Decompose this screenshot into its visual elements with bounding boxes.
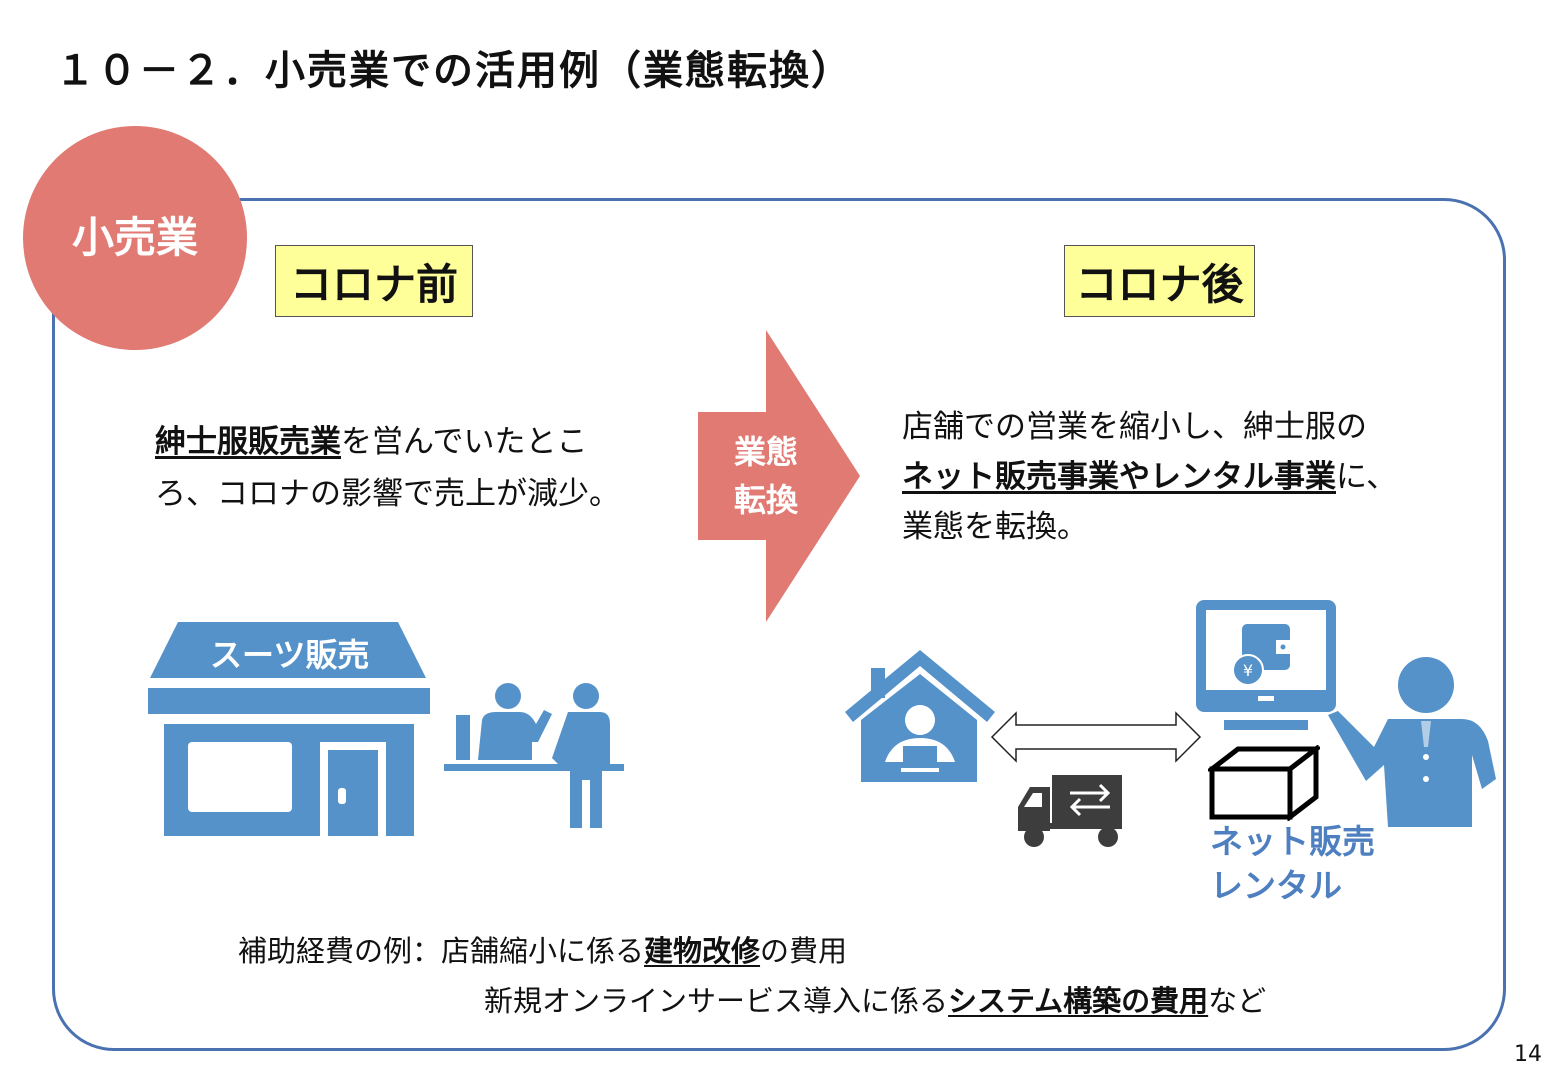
service-label: ネット販売 レンタル (1210, 820, 1375, 908)
service-label-2: レンタル (1210, 866, 1342, 905)
expense-text: など (1208, 984, 1267, 1018)
double-arrow-icon (990, 711, 1202, 763)
before-label: コロナ前 (275, 245, 473, 317)
before-description: 紳士服販売業を営んでいたとこ ろ、コロナの影響で売上が減少。 (155, 416, 620, 520)
expense-label: 補助経費の例： (238, 934, 442, 968)
shop-icon (148, 622, 430, 836)
expense-text: 店舗縮小に係る (441, 934, 645, 968)
after-bold: ネット販売事業やレンタル事業 (902, 459, 1336, 495)
package-box-icon (1208, 745, 1320, 821)
delivery-truck-icon (1018, 775, 1122, 847)
counter-staff-icon (444, 683, 624, 828)
expense-text: の費用 (760, 934, 848, 968)
expense-text: 新規オンラインサービス導入に係る (484, 984, 949, 1018)
before-text: を営んでいたとこ (341, 424, 588, 460)
arrow-label-2: 転換 (733, 481, 798, 519)
category-badge: 小売業 (23, 126, 247, 350)
service-label-1: ネット販売 (1210, 822, 1375, 861)
arrow-label: 業態 転換 (700, 428, 832, 524)
content-panel (52, 198, 1506, 1051)
transition-arrow-icon (698, 330, 860, 622)
before-text-line2: ろ、コロナの影響で売上が減少。 (155, 476, 620, 512)
after-text-line1: 店舗での営業を縮小し、紳士服の (902, 409, 1367, 445)
businessman-icon (1328, 657, 1496, 827)
page-number: 14 (1514, 1042, 1542, 1067)
expense-examples: 補助経費の例：店舗縮小に係る建物改修の費用 新規オンラインサービス導入に係るシス… (238, 926, 1266, 1026)
shop-sign: スーツ販売 (210, 636, 370, 674)
svg-text:¥: ¥ (1243, 661, 1253, 680)
expense-bold: システム構築の費用 (948, 984, 1209, 1018)
arrow-label-1: 業態 (733, 433, 798, 471)
after-label: コロナ後 (1064, 245, 1255, 317)
after-description: 店舗での営業を縮小し、紳士服の ネット販売事業やレンタル事業に、 業態を転換。 (902, 402, 1397, 552)
online-shop-monitor-icon: ¥ (1196, 600, 1336, 730)
after-text: に、 (1336, 459, 1398, 495)
before-bold: 紳士服販売業 (155, 424, 341, 460)
slide-title: １０－２．小売業での活用例（業態転換） (55, 48, 853, 94)
after-text-line3: 業態を転換。 (902, 509, 1088, 545)
home-worker-icon (845, 650, 995, 782)
expense-bold: 建物改修 (644, 934, 761, 968)
